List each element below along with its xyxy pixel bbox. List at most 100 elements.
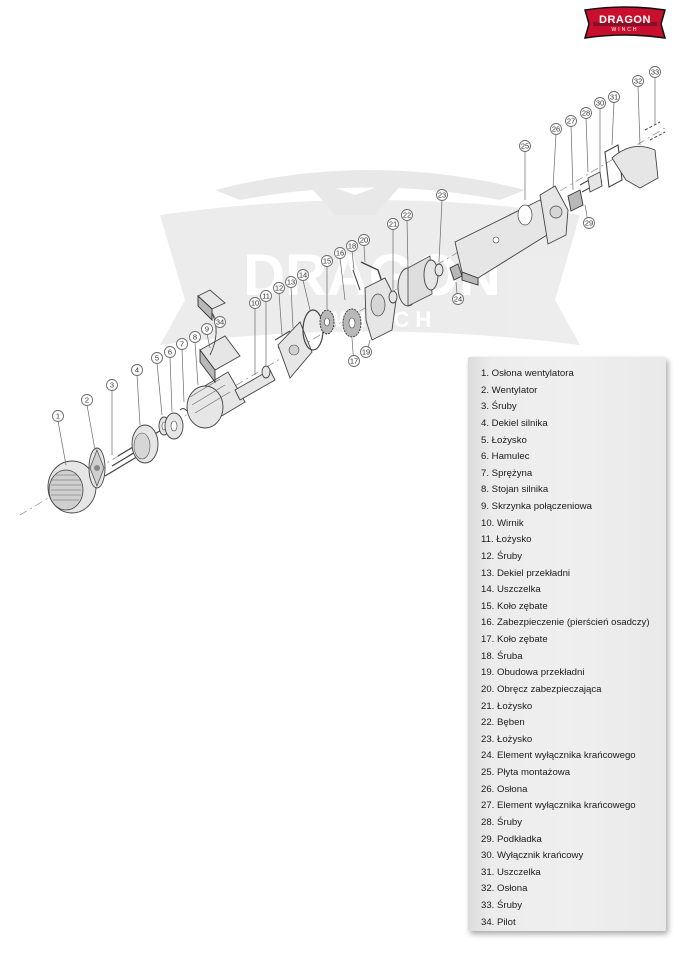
callout-circle (519, 140, 531, 152)
callout-circle (201, 323, 213, 335)
callout-circle (358, 234, 370, 246)
callout-circle (348, 355, 360, 367)
legend-item: 12. Śruby (481, 550, 523, 562)
callout-circle (260, 290, 272, 302)
callout-22: 22 (401, 209, 413, 269)
part-gear-15 (319, 309, 335, 335)
callout-3: 3 (106, 379, 118, 455)
legend-item: 33. Śruby (481, 900, 523, 911)
dragon-winch-logo: DRAGON WINCH (583, 6, 667, 42)
legend-item: 4. Dekiel silnika (481, 417, 548, 429)
callouts-layer: 1234567891011121314151617181920212223242… (52, 66, 661, 466)
callout-leader-line (363, 244, 366, 263)
legend-item: 2. Wentylator (481, 384, 538, 396)
callout-number: 26 (552, 125, 560, 134)
legend-item: 19. Obudowa przekładni (481, 667, 585, 679)
callout-18: 18 (346, 240, 358, 271)
callout-30: 30 (594, 97, 606, 172)
callout-circle (334, 247, 346, 259)
legend-item: 17. Koło zębate (481, 634, 548, 645)
callout-9: 9 (201, 323, 213, 349)
callout-number: 13 (287, 278, 295, 287)
legend-item: 1. Osłona wentylatora (481, 368, 574, 379)
callout-circle (594, 97, 606, 109)
callout-circle (189, 331, 201, 343)
callout-20: 20 (358, 234, 370, 263)
callout-number: 14 (299, 271, 307, 280)
callout-leader-line (86, 404, 96, 451)
legend-item: 10. Wirnik (481, 517, 524, 529)
callout-circle (436, 189, 448, 201)
legend-item: 14. Uszczelka (481, 584, 541, 596)
legend-item: 30. Wyłącznik krańcowy (481, 850, 584, 862)
callout-number: 18 (348, 242, 356, 251)
callout-number: 2 (85, 396, 89, 405)
legend-item: 3. Śruby (481, 401, 517, 413)
callout-leader-line (156, 362, 163, 416)
legend-item: 26. Osłona (481, 783, 528, 795)
logo-text: DRAGON (599, 14, 651, 26)
legend-item: 31. Uszczelka (481, 866, 541, 878)
parts-legend: 1. Osłona wentylatora 2. Wentylator 3. Śru… (468, 357, 666, 931)
callout-leader-line (169, 356, 173, 413)
callout-leader-line (438, 199, 443, 263)
callout-27: 27 (565, 115, 577, 191)
part-mounting-plate (454, 199, 556, 286)
callout-circle (583, 217, 595, 229)
callout-leader-line (181, 348, 185, 403)
part-cover-32 (611, 145, 659, 189)
callout-circle (632, 75, 644, 87)
legend-item: 8. Stojan silnika (481, 484, 549, 496)
callout-circle (285, 276, 297, 288)
callout-circle (346, 240, 358, 252)
callout-leader-line (552, 133, 557, 189)
part-fan (88, 447, 106, 489)
part-gasket-31 (604, 144, 623, 188)
callout-circle (580, 107, 592, 119)
callout-number: 24 (454, 295, 462, 304)
callout-number: 23 (438, 191, 446, 200)
part-screw-18 (352, 269, 361, 291)
callout-circle (52, 410, 64, 422)
callout-circle (164, 346, 176, 358)
callout-number: 27 (567, 117, 575, 126)
callout-circle (401, 209, 413, 221)
callout-leader-line (351, 250, 355, 271)
callout-circle (608, 91, 620, 103)
callout-circle (297, 269, 309, 281)
callout-number: 11 (262, 292, 270, 301)
callout-32: 32 (632, 75, 644, 146)
callout-number: 30 (596, 99, 604, 108)
legend-item: 22. Bęben (481, 717, 525, 729)
callout-leader-line (206, 333, 211, 349)
callout-10: 10 (249, 297, 261, 375)
callout-21: 21 (387, 218, 399, 290)
callout-number: 20 (360, 236, 368, 245)
callout-circle (176, 338, 188, 350)
callout-19: 19 (360, 339, 372, 358)
callout-2: 2 (81, 394, 96, 451)
callout-number: 15 (323, 257, 331, 266)
part-junction-box (199, 335, 241, 384)
part-motor-cover (131, 424, 159, 464)
callout-16: 16 (334, 247, 346, 301)
callout-1: 1 (52, 410, 67, 466)
callout-leader-line (585, 117, 589, 173)
callout-leader-line (290, 286, 294, 329)
part-cover-26 (539, 185, 569, 245)
callout-number: 32 (634, 77, 642, 86)
part-gear-17 (342, 308, 362, 338)
callout-circle (565, 115, 577, 127)
callout-leader-line (406, 219, 409, 269)
legend-item: 20. Obręcz zabezpieczająca (481, 683, 602, 695)
legend-item: 27. Element wyłącznika krańcowego (481, 800, 636, 812)
callout-leader-line (637, 85, 641, 146)
legend-item: 28. Śruby (481, 816, 523, 828)
legend-item: 6. Hamulec (481, 451, 530, 463)
callout-29: 29 (583, 204, 595, 229)
callout-circle (387, 218, 399, 230)
callout-5: 5 (151, 352, 163, 416)
part-bearing-23 (434, 263, 444, 277)
callout-15: 15 (321, 255, 333, 309)
legend-item: 9. Skrzynka połączeniowa (481, 501, 592, 512)
